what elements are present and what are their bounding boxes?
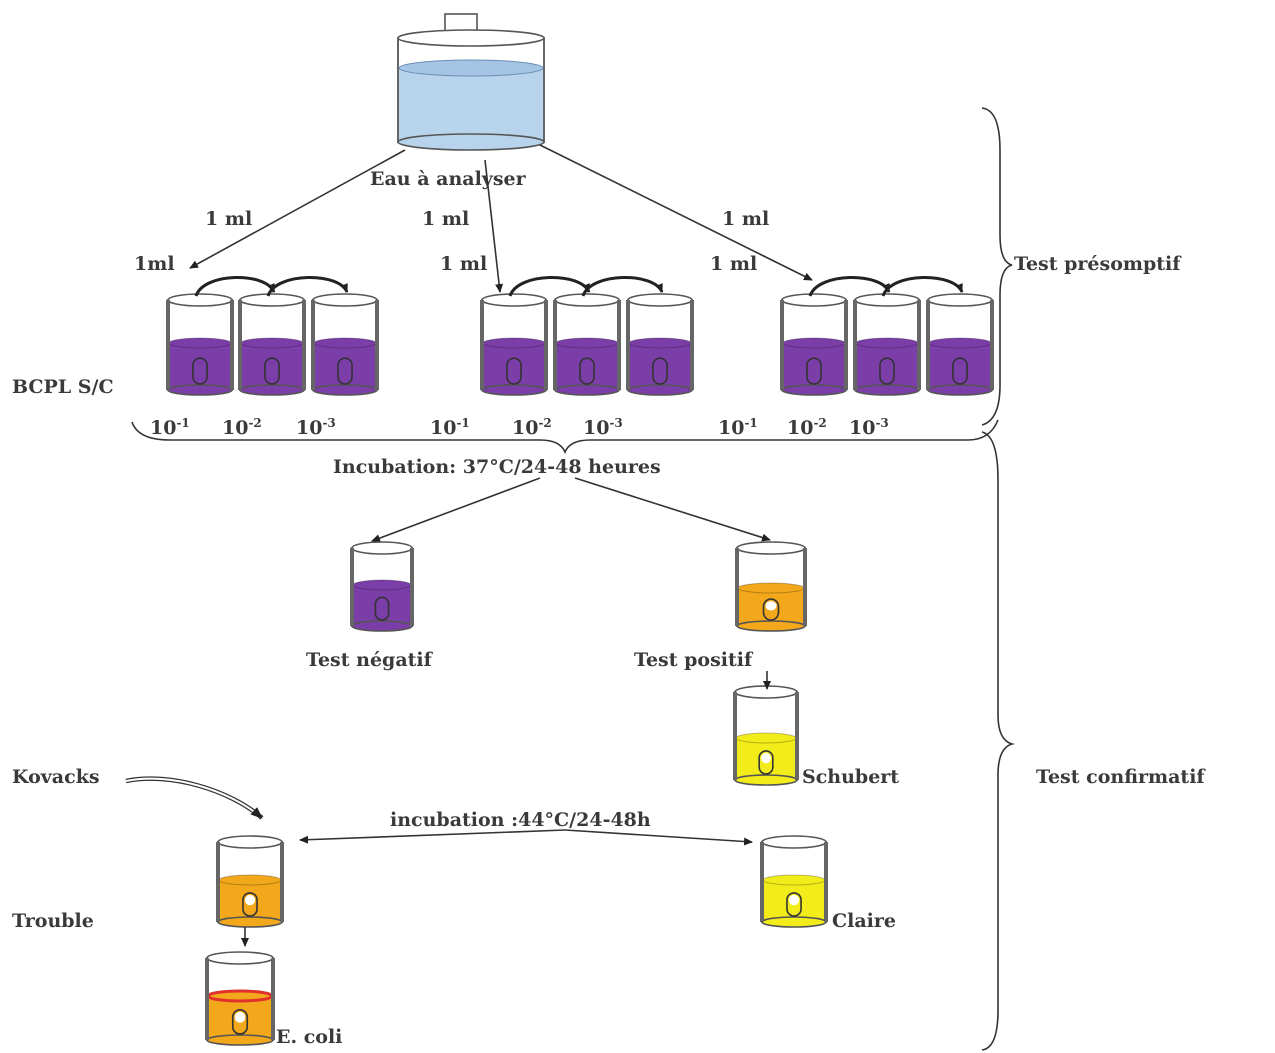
durham-tube bbox=[952, 357, 968, 385]
dilution-label: 10-1 bbox=[718, 416, 758, 439]
kovacks-arrow bbox=[125, 777, 263, 819]
ecoli-label: E. coli bbox=[276, 1026, 342, 1048]
series-merge-brace bbox=[131, 419, 999, 455]
bcpl-tube-series bbox=[166, 276, 994, 396]
durham-tube bbox=[264, 357, 280, 385]
bcpl-tube-2-2 bbox=[553, 293, 621, 396]
arrow-to-right-series bbox=[539, 144, 813, 281]
tube-series-1 bbox=[166, 276, 379, 396]
incubation-37-label: Incubation: 37°C/24-48 heures bbox=[333, 456, 661, 478]
transfer-arrow bbox=[508, 276, 591, 297]
durham-tube bbox=[786, 892, 802, 917]
durham-tube bbox=[879, 357, 895, 385]
presomptif-brace bbox=[981, 107, 1013, 426]
ecoli-tube bbox=[205, 951, 275, 1046]
dilution-label: 10-2 bbox=[512, 416, 552, 439]
durham-tube bbox=[242, 892, 258, 917]
confirmatif-brace bbox=[981, 431, 1015, 1051]
schubert-label: Schubert bbox=[802, 766, 899, 788]
ml-label-right-side: 1 ml bbox=[710, 253, 757, 275]
transfer-arrow bbox=[581, 276, 664, 297]
bcpl-tube-1-3 bbox=[311, 293, 379, 396]
durham-tube bbox=[231, 1008, 249, 1035]
trouble-tube bbox=[216, 835, 284, 928]
durham-tube bbox=[374, 596, 390, 621]
transfer-arrow bbox=[194, 276, 276, 297]
bcpl-tube-3-1 bbox=[780, 293, 848, 396]
bcpl-tube-3-3 bbox=[926, 293, 994, 396]
transfer-arrow bbox=[266, 276, 349, 297]
test-confirmatif-label: Test confirmatif bbox=[1036, 766, 1206, 788]
arrow-to-negative bbox=[371, 477, 541, 542]
dilution-label: 10-2 bbox=[222, 416, 262, 439]
dilution-label: 10-3 bbox=[296, 416, 336, 439]
durham-tube bbox=[758, 750, 774, 775]
arrow-to-left-series bbox=[189, 149, 406, 269]
negative-tube bbox=[350, 541, 414, 632]
bcpl-label: BCPL S/C bbox=[12, 376, 114, 398]
claire-label: Claire bbox=[832, 910, 896, 932]
bcpl-tube-2-1 bbox=[480, 293, 548, 396]
ml-label-mid-top: 1 ml bbox=[422, 208, 469, 230]
dilution-label: 10-1 bbox=[150, 416, 190, 439]
arrow-to-trouble bbox=[299, 829, 566, 844]
bcpl-tube-1-1 bbox=[166, 293, 234, 396]
durham-tube bbox=[192, 357, 208, 385]
trouble-label: Trouble bbox=[12, 910, 94, 932]
test-presomptif-label: Test présomptif bbox=[1014, 253, 1182, 275]
tube-series-3 bbox=[780, 276, 994, 396]
durham-tube bbox=[579, 357, 595, 385]
durham-tube bbox=[337, 357, 353, 385]
arrow-to-middle-series bbox=[484, 159, 504, 293]
ml-label-left-side: 1ml bbox=[134, 253, 175, 275]
transfer-arrow bbox=[881, 276, 964, 297]
arrow-to-positive bbox=[574, 477, 771, 542]
dilution-label: 10-2 bbox=[787, 416, 827, 439]
durham-tube bbox=[652, 357, 668, 385]
bcpl-tube-2-3 bbox=[626, 293, 694, 396]
durham-tube bbox=[762, 598, 780, 621]
ml-label-mid-side: 1 ml bbox=[440, 253, 487, 275]
water-label: Eau à analyser bbox=[370, 168, 527, 190]
bcpl-tube-1-2 bbox=[238, 293, 306, 396]
result-tubes bbox=[205, 541, 828, 1046]
test-negatif-label: Test négatif bbox=[306, 649, 434, 671]
schubert-tube bbox=[733, 685, 799, 786]
transfer-arrow bbox=[808, 276, 891, 297]
tube-series-2 bbox=[480, 276, 694, 396]
dilution-label: 10-3 bbox=[583, 416, 623, 439]
test-positif-label: Test positif bbox=[634, 649, 754, 671]
dilution-label: 10-3 bbox=[849, 416, 889, 439]
positive-tube bbox=[735, 541, 807, 632]
durham-tube bbox=[506, 357, 522, 385]
ml-label-right-top: 1 ml bbox=[722, 208, 769, 230]
arrow-to-claire bbox=[564, 829, 753, 846]
kovacks-label: Kovacks bbox=[12, 766, 100, 788]
water-bottle bbox=[397, 13, 545, 151]
ml-label-left-top: 1 ml bbox=[205, 208, 252, 230]
dilution-label: 10-1 bbox=[430, 416, 470, 439]
bcpl-tube-3-2 bbox=[853, 293, 921, 396]
incubation-44-label: incubation :44°C/24-48h bbox=[390, 809, 651, 831]
claire-tube bbox=[760, 835, 828, 928]
dilution-labels: 10-1 10-2 10-3 10-1 10-2 10-3 10-1 10-2 10-3 bbox=[150, 416, 889, 439]
durham-tube bbox=[806, 357, 822, 385]
